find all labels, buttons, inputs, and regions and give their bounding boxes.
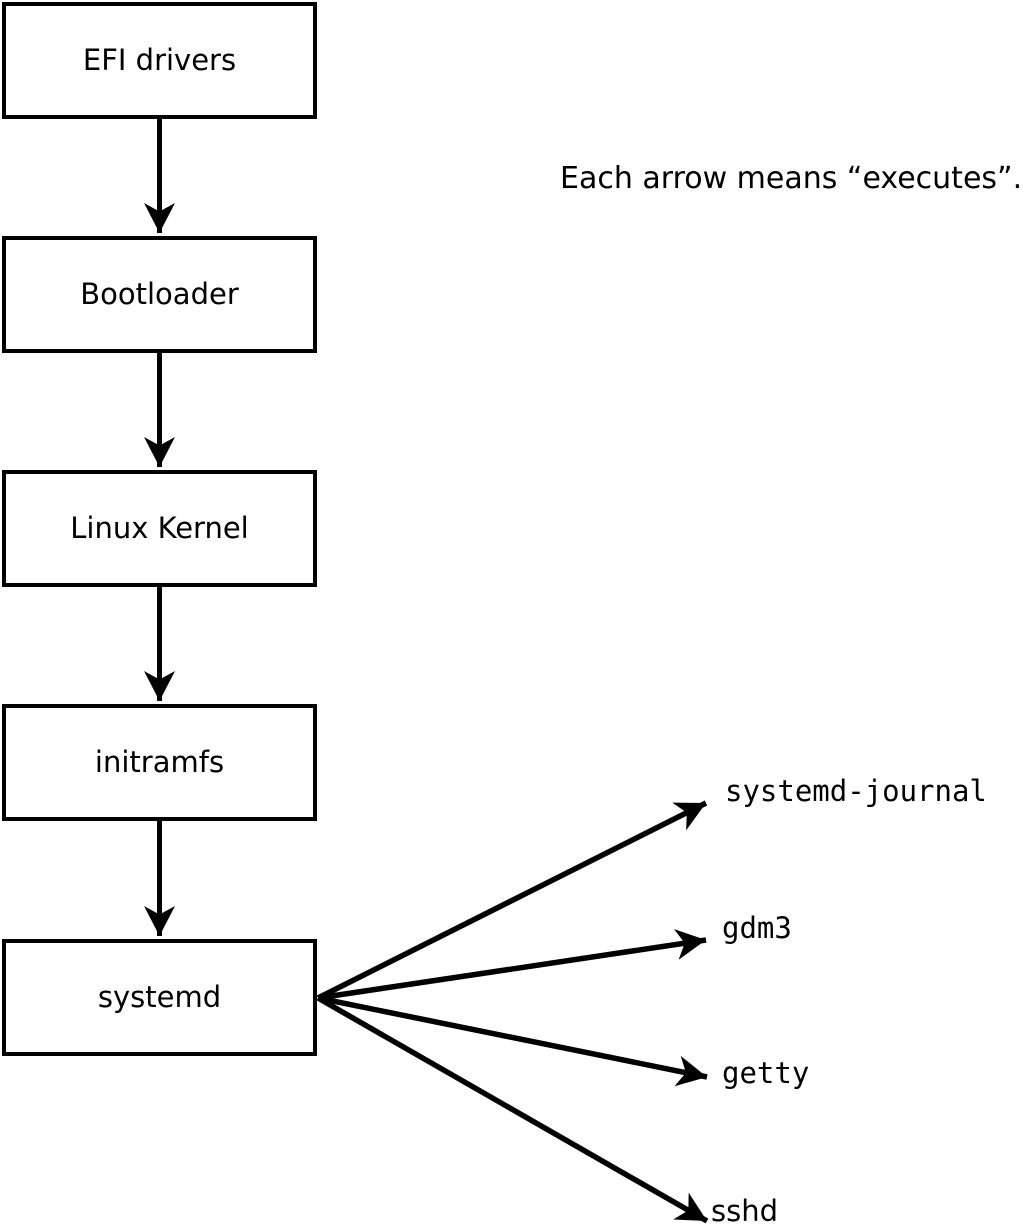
node-systemd-label: systemd — [97, 980, 222, 1014]
arrow-systemd-to-sshd — [316, 995, 709, 1224]
node-initramfs: initramfs — [2, 704, 317, 821]
node-bootloader-label: Bootloader — [80, 277, 239, 311]
node-systemd: systemd — [2, 939, 317, 1056]
node-efi-drivers: EFI drivers — [2, 2, 317, 119]
arrow-systemd-to-gdm3 — [317, 929, 707, 1001]
node-initramfs-label: initramfs — [94, 745, 225, 779]
arrow-systemd-to-getty — [317, 995, 708, 1087]
node-gdm3: gdm3 — [722, 911, 792, 945]
node-getty: getty — [722, 1056, 810, 1090]
node-linux-kernel-label: Linux Kernel — [70, 511, 249, 545]
node-sshd: sshd — [711, 1194, 779, 1228]
node-systemd-journal: systemd-journal — [725, 774, 987, 808]
node-linux-kernel: Linux Kernel — [2, 470, 317, 587]
arrow-legend-note: Each arrow means “executes”. — [560, 161, 1023, 196]
node-bootloader: Bootloader — [2, 236, 317, 353]
node-efi-drivers-label: EFI drivers — [82, 43, 237, 77]
arrow-systemd-to-journal — [316, 800, 708, 1001]
